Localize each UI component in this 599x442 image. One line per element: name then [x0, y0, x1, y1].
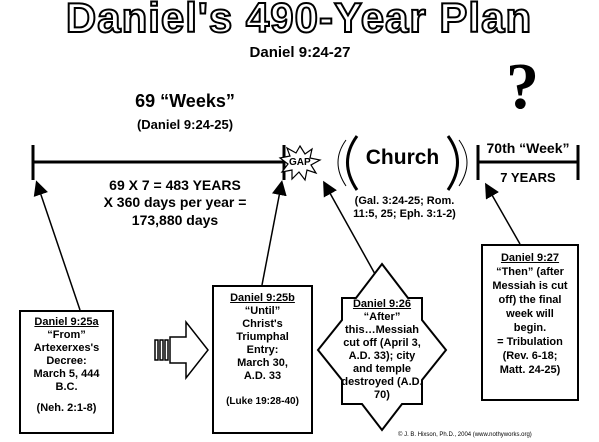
box-926-line4: A.D. 33); city	[348, 350, 416, 362]
box-926-ref: Daniel 9:26	[352, 298, 412, 310]
big-hollow-arrow	[154, 319, 209, 381]
copyright-notice: © J. B. Hixson, Ph.D., 2004 (www.nothywo…	[398, 432, 598, 438]
box-daniel-926: Daniel 9:26 “After” this…Messiah cut off…	[330, 298, 434, 402]
arrow-to-69-end	[261, 180, 287, 286]
weeks69-reference: (Daniel 9:24-25)	[136, 117, 234, 132]
church-refs-line1: (Gal. 3:24-25; Rom.	[354, 195, 455, 207]
week70-heading-text: 70th “Week”	[486, 140, 570, 156]
box-925b-line5: March 30,	[237, 357, 288, 369]
weeks69-calc-line2: X 360 days per year =	[103, 194, 247, 210]
box-925a-footnote: (Neh. 2:1-8)	[36, 402, 97, 414]
gap-label: GAP	[289, 157, 311, 168]
box-925b-line3: Triumphal	[236, 331, 289, 343]
church-left-paren-inner	[337, 139, 347, 187]
week70-years: 7 YEARS	[500, 170, 556, 185]
church-left-paren	[346, 135, 359, 191]
box-927-ref: Daniel 9:27	[500, 252, 560, 264]
box-daniel-927: Daniel 9:27 “Then” (after Messiah is cut…	[481, 244, 579, 401]
week70-heading: 70th “Week”	[478, 140, 578, 156]
gap-burst-shape	[278, 144, 322, 182]
box-926-line3: cut off (April 3,	[343, 337, 421, 349]
box-925b-line4: Entry:	[246, 344, 279, 356]
box-925b-line2: Christ's	[242, 318, 283, 330]
box-927-line3: off) the final	[498, 294, 562, 306]
box-925b-line1: “Until”	[244, 305, 281, 317]
box-927-line6: = Tribulation	[497, 336, 563, 348]
box-925a-ref: Daniel 9:25a	[34, 316, 99, 328]
box-927-line7: (Rev. 6-18;	[502, 350, 558, 362]
box-927-line8: Matt. 24-25)	[499, 364, 561, 376]
box-926-line7: 70)	[374, 389, 390, 401]
arrow-to-week70	[485, 182, 521, 245]
church-label: Church	[365, 146, 440, 169]
subtitle: Daniel 9:24-27	[249, 44, 351, 61]
box-925a-line1: “From”	[47, 329, 86, 341]
box-926-line5: and temple	[352, 363, 412, 375]
box-925a-line3: Decree:	[46, 355, 87, 367]
weeks69-heading: 69 “Weeks”	[135, 91, 235, 111]
box-926-line2: this…Messiah	[345, 324, 419, 336]
church-refs-line2: 11:5, 25; Eph. 3:1-2)	[353, 208, 456, 220]
box-925a-line5: B.C.	[55, 381, 78, 393]
box-927-line4: week will	[506, 308, 554, 320]
box-daniel-925a: Daniel 9:25a “From” Artexerxes's Decree:…	[19, 310, 114, 434]
box-926-line6: destroyed (A.D.	[341, 376, 423, 388]
box-926-line1: “After”	[363, 311, 401, 323]
church-right-paren-inner	[458, 139, 468, 187]
box-925b-line6: A.D. 33	[243, 370, 282, 382]
arrow-to-gap	[323, 180, 381, 284]
box-927-line5: begin.	[513, 322, 547, 334]
arrow-to-start	[33, 180, 81, 311]
church-right-paren	[446, 135, 459, 191]
box-926-star-shape	[316, 262, 448, 432]
weeks69-calc-line1: 69 X 7 = 483 YEARS	[109, 177, 241, 193]
box-927-line1: “Then” (after	[496, 266, 564, 278]
title-outline-graphic: Daniel's 490-Year Plan	[65, 0, 532, 42]
box-925a-line2: Artexerxes's	[33, 342, 100, 354]
box-daniel-925b: Daniel 9:25b “Until” Christ's Triumphal …	[212, 285, 313, 434]
question-mark-icon: ?	[506, 50, 539, 123]
box-925a-line4: March 5, 444	[33, 368, 100, 380]
box-927-line2: Messiah is cut	[492, 280, 568, 292]
box-925b-footnote: (Luke 19:28-40)	[226, 396, 299, 407]
weeks69-calc-line3: 173,880 days	[131, 212, 219, 228]
page-title: Daniel's 490-Year Plan	[0, 0, 599, 42]
box-925b-ref: Daniel 9:25b	[230, 292, 295, 304]
title-text: Daniel's 490-Year Plan	[66, 0, 532, 40]
